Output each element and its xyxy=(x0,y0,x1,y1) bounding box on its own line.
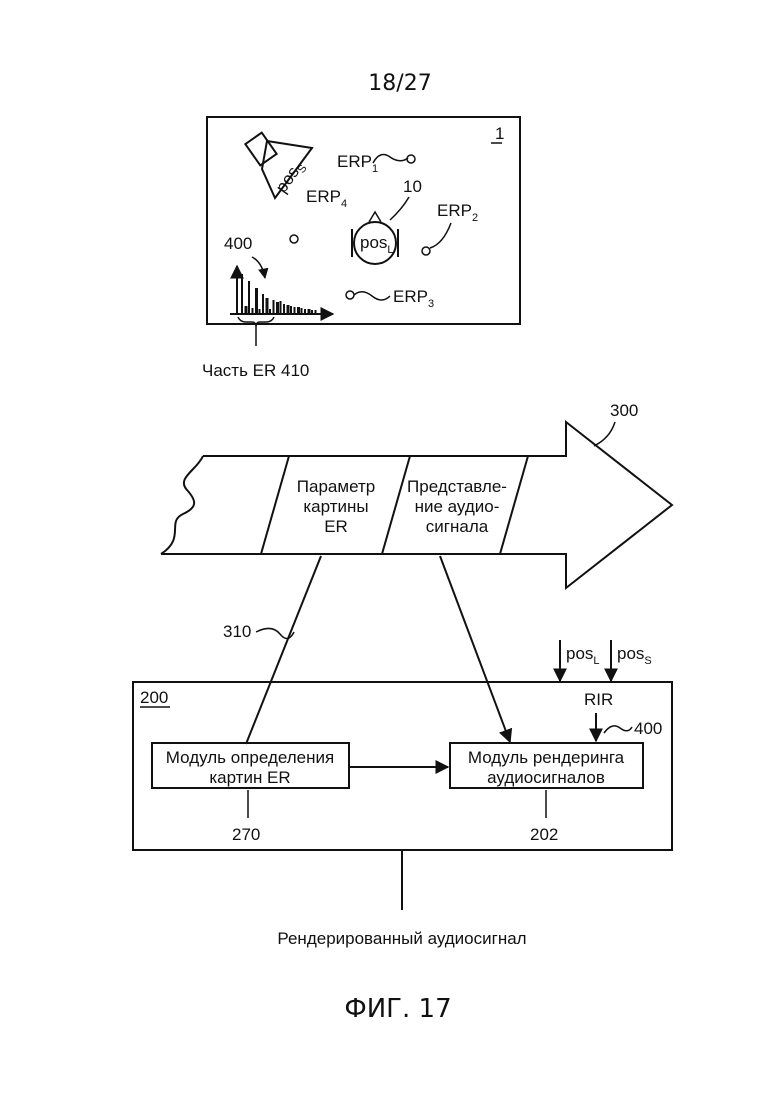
er-parameter-field: Параметр картины ER xyxy=(297,477,375,536)
ir-bar xyxy=(273,300,275,314)
ir-bar xyxy=(308,309,311,314)
source-position-input-label: posS xyxy=(617,644,652,667)
ir-bar xyxy=(269,309,271,314)
er-module-line-2: картин ER xyxy=(209,768,290,787)
ir-bar xyxy=(241,274,243,314)
ir-bar xyxy=(248,281,250,314)
ir-bar xyxy=(276,302,279,314)
er-parameter-line-1: Параметр xyxy=(297,477,375,496)
ir-bar xyxy=(259,309,261,314)
loudspeaker-icon: posS xyxy=(245,133,312,198)
ir-bar xyxy=(283,304,285,314)
er-parameter-line-2: картины xyxy=(303,497,368,516)
page-number: 18/27 xyxy=(368,71,431,96)
render-module-line-2: аудиосигналов xyxy=(487,768,605,787)
render-module-ref: 202 xyxy=(530,825,558,844)
audio-representation-line-2: ние аудио- xyxy=(415,497,500,516)
ir-bar xyxy=(245,306,248,314)
scene-panel: 1 posS ERP1 ERP4 10 xyxy=(207,117,520,346)
audio-representation-link xyxy=(440,556,510,742)
er-parameter-line-3: ER xyxy=(324,517,348,536)
rir-label: RIR xyxy=(584,690,613,709)
audio-representation-line-3: сигнала xyxy=(426,517,489,536)
impulse-response-plot: 400 xyxy=(224,234,333,346)
erp1-label: ERP1 xyxy=(337,152,378,175)
ir-bar xyxy=(266,298,269,314)
er-module-ref: 270 xyxy=(232,825,260,844)
ir-bar xyxy=(255,288,258,314)
output-label: Рендерированный аудиосигнал xyxy=(277,929,526,948)
ir-bar xyxy=(280,301,282,314)
ir-bar xyxy=(252,308,254,314)
listener-position-input-label: posL xyxy=(566,644,600,667)
source-position-label: posS xyxy=(272,157,310,198)
erp3-marker: ERP3 xyxy=(346,287,434,310)
listener-head-icon: 10 posL xyxy=(352,177,422,264)
erp2-label: ERP2 xyxy=(437,201,478,224)
ir-bar xyxy=(294,307,296,314)
erp4-marker: ERP4 xyxy=(290,187,347,243)
audio-representation-field: Представле- ние аудио- сигнала xyxy=(407,477,507,536)
ir-bar xyxy=(311,310,313,314)
ir-bar xyxy=(315,310,317,314)
impulse-response-ref: 400 xyxy=(224,234,252,253)
audio-representation-line-1: Представле- xyxy=(407,477,507,496)
erp4-label: ERP4 xyxy=(306,187,347,210)
erp2-marker: ERP2 xyxy=(422,201,478,255)
er-parameter-link xyxy=(246,556,321,744)
bitstream-ref-number: 300 xyxy=(610,401,638,420)
position-inputs: posL posS xyxy=(560,640,652,681)
ir-bar xyxy=(262,294,264,314)
listener-ref-number: 10 xyxy=(403,177,422,196)
impulse-response-bars xyxy=(241,274,317,314)
erp1-marker: ERP1 xyxy=(337,152,415,175)
ir-bar xyxy=(287,305,290,314)
er-parameter-link-ref: 310 xyxy=(223,622,251,641)
renderer-system-ref: 200 xyxy=(140,688,168,707)
ir-bar xyxy=(304,309,306,314)
er-part-caption: Часть ER 410 xyxy=(202,361,309,380)
erp3-label: ERP3 xyxy=(393,287,434,310)
rir-ref-number: 400 xyxy=(634,719,662,738)
scene-ref-number: 1 xyxy=(495,124,504,143)
ir-bar xyxy=(301,308,303,314)
figure-label: ФИГ. 17 xyxy=(344,994,451,1024)
ir-bar xyxy=(297,307,300,314)
renderer-system: 200 Модуль определения картин ER Модуль … xyxy=(133,682,672,850)
render-module-line-1: Модуль рендеринга xyxy=(468,748,625,767)
er-module-line-1: Модуль определения xyxy=(166,748,334,767)
listener-position-label: posL xyxy=(360,233,394,256)
ir-bar xyxy=(290,306,292,314)
